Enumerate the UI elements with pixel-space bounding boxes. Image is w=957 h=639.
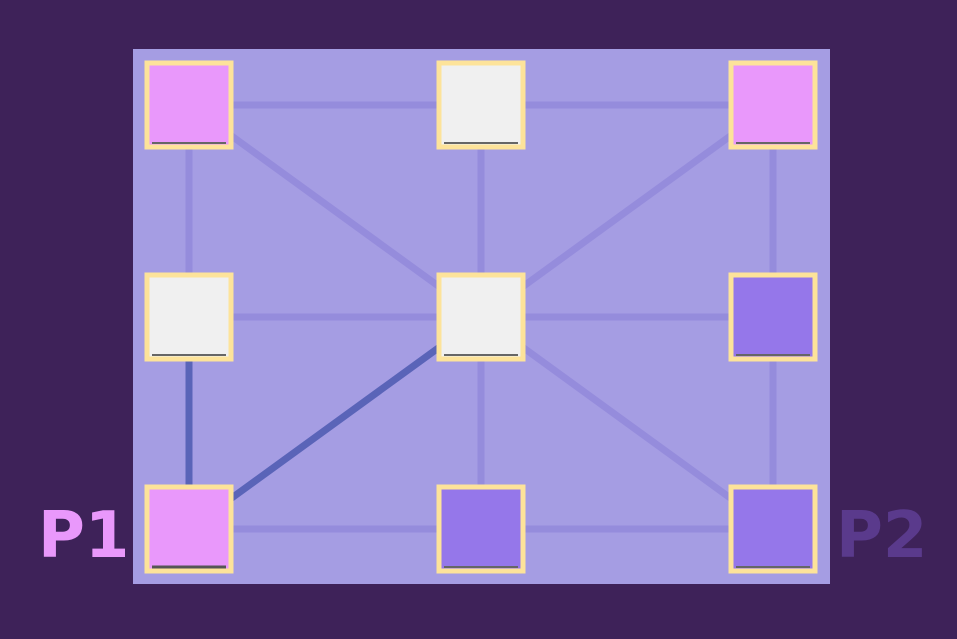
player-one-label: P1 — [38, 499, 130, 573]
node-n10-empty[interactable] — [144, 272, 234, 362]
node-tile — [436, 484, 526, 574]
node-n00-p1[interactable] — [144, 60, 234, 150]
node-n02-p1[interactable] — [728, 60, 818, 150]
node-n22-p2[interactable] — [728, 484, 818, 574]
move-line — [185, 313, 485, 533]
node-n12-p2[interactable] — [728, 272, 818, 362]
node-n21-p2[interactable] — [436, 484, 526, 574]
player-two-label: P2 — [836, 499, 928, 573]
node-n11-empty[interactable] — [436, 272, 526, 362]
node-n20-p1[interactable] — [144, 484, 234, 574]
node-tile — [436, 272, 526, 362]
node-tile — [436, 60, 526, 150]
node-tile — [144, 272, 234, 362]
node-tile — [728, 484, 818, 574]
node-tile — [728, 60, 818, 150]
node-tile — [144, 60, 234, 150]
node-tile — [728, 272, 818, 362]
board-nodes — [144, 60, 818, 574]
node-n01-empty[interactable] — [436, 60, 526, 150]
node-tile — [144, 484, 234, 574]
